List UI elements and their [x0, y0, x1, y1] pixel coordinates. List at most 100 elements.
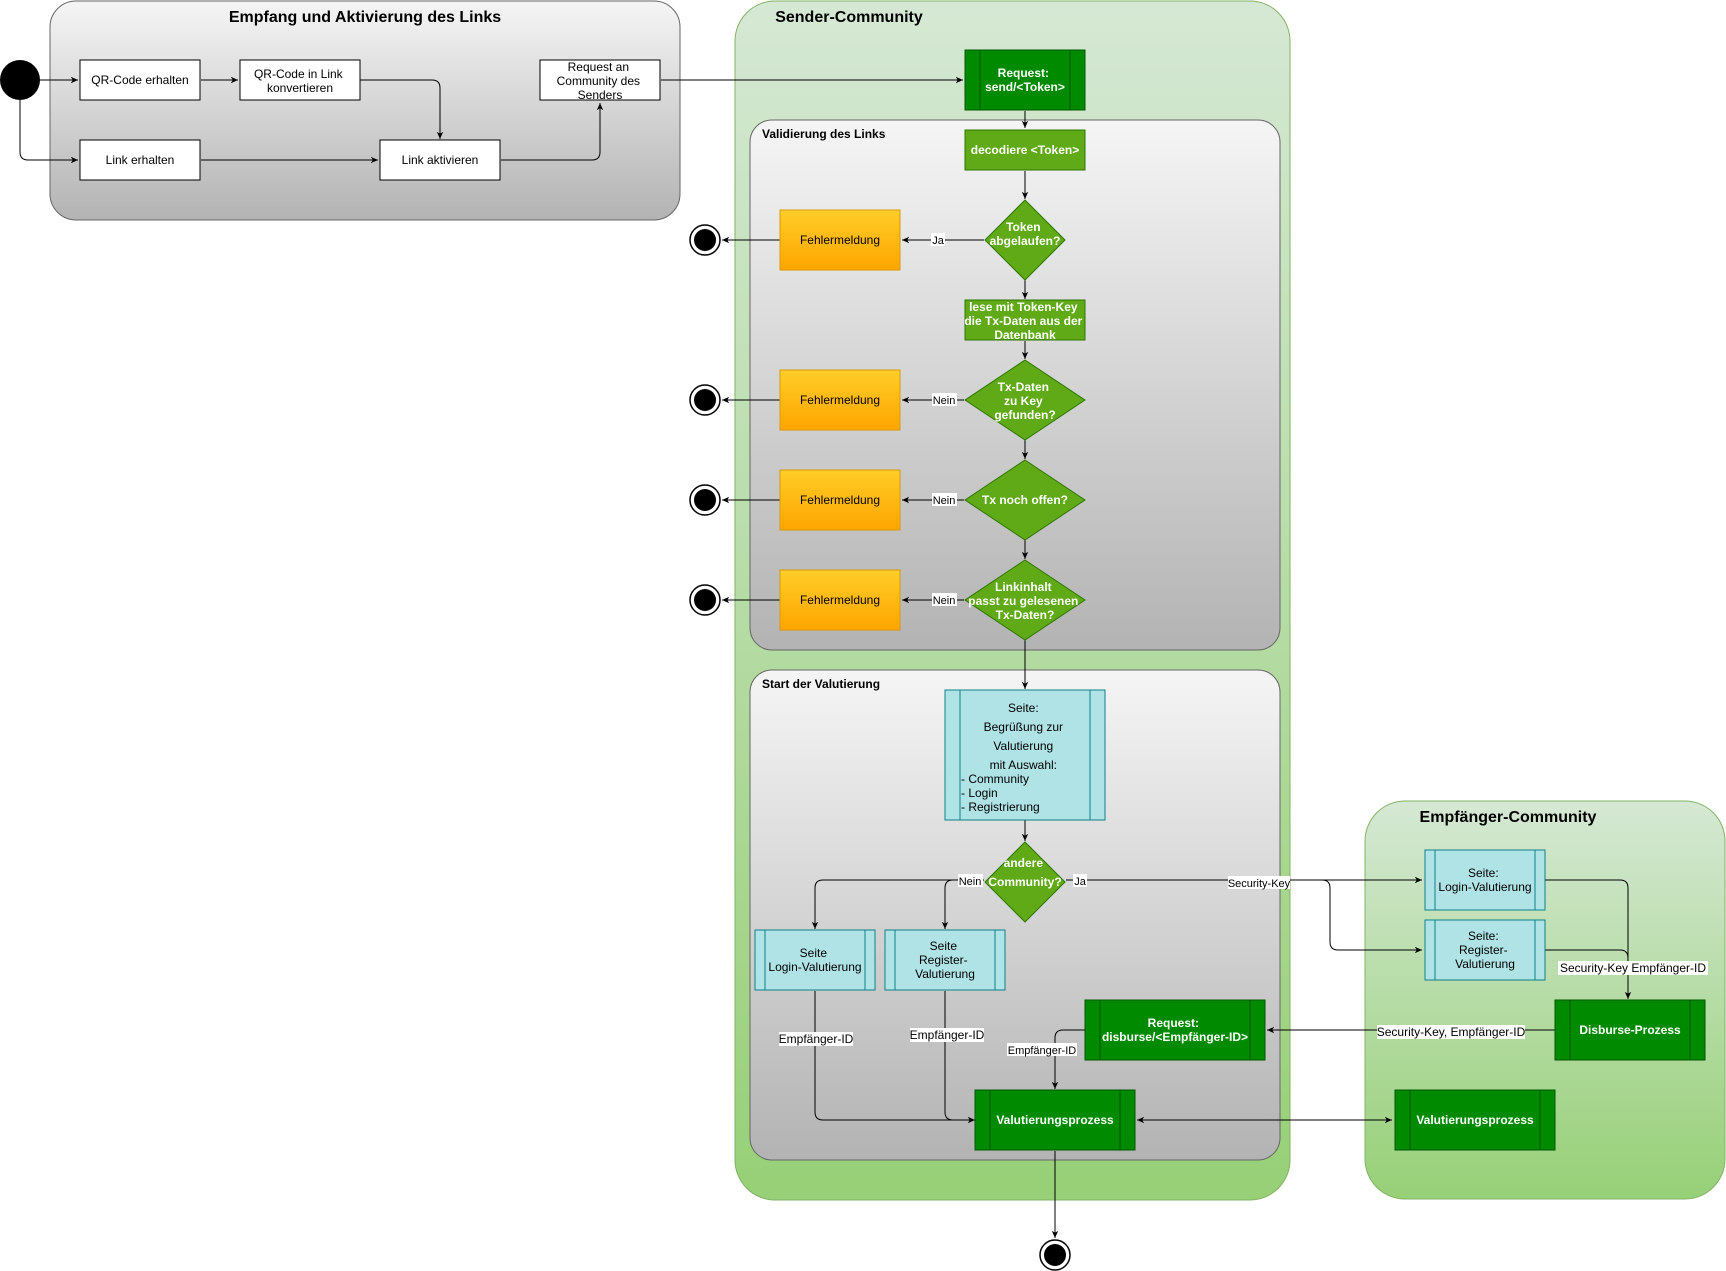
node-lese-tx: lese mit Token-Key die Tx-Daten aus der …: [964, 299, 1086, 342]
label-empfaenger-id-register: Empfänger-ID: [910, 1028, 985, 1042]
node-request-send-label: Request: send/<Token>: [985, 66, 1065, 94]
end-node-3: [689, 484, 721, 516]
end-node-2: [689, 384, 721, 416]
decision-tx-offen: Tx noch offen?: [964, 459, 1086, 541]
node-valutierung-empf-label: Valutierungsprozess: [1416, 1113, 1534, 1127]
decision-tx-gefunden-label: Tx-Daten zu Key gefunden?: [994, 380, 1055, 422]
error-box-2-label: Fehlermeldung: [800, 393, 880, 407]
svg-text:Empfänger-ID: Empfänger-ID: [1008, 1045, 1077, 1057]
error-box-4: Fehlermeldung: [779, 569, 901, 631]
node-request-community: Request an Community des Senders: [539, 59, 661, 102]
node-valutierung-sender: Valutierungsprozess: [974, 1089, 1136, 1151]
svg-text:Empfänger-ID: Empfänger-ID: [910, 1028, 985, 1042]
group-validierung-title: Validierung des Links: [762, 127, 886, 141]
node-request-community-label: Request an Community des Senders: [557, 60, 644, 102]
node-disburse-prozess-label: Disburse-Prozess: [1579, 1023, 1681, 1037]
decision-tx-gefunden: Tx-Daten zu Key gefunden?: [964, 359, 1086, 441]
end-node-final: [1039, 1239, 1071, 1271]
node-qr-erhalten: QR-Code erhalten: [79, 59, 201, 101]
edge-community-register-empf: [1320, 879, 1422, 954]
edge-aktivieren-request: [501, 103, 604, 161]
node-qr-erhalten-label: QR-Code erhalten: [91, 73, 188, 87]
edge-labels: Ja Nein Nein Nein Nein Ja Security-Key: [779, 233, 1708, 1057]
edge-login-valutierung: [814, 991, 975, 1124]
page-begruessung-label: Seite: Begrüßung zur Valutierung mit Aus…: [961, 701, 1066, 814]
label-security-key-empfaenger-id-short: Security-Key Empfänger-ID: [1558, 961, 1708, 975]
lane-sender-title: Sender-Community: [775, 9, 923, 26]
edge-register-empf-disburse: [1545, 949, 1629, 999]
decision-token-abgelaufen-label: Token abgelaufen?: [990, 220, 1061, 248]
node-valutierung-empf: Valutierungsprozess: [1394, 1089, 1556, 1151]
error-box-3: Fehlermeldung: [779, 469, 901, 531]
node-link-erhalten: Link erhalten: [79, 139, 201, 181]
edge-start-link: [19, 100, 78, 164]
page-register-sender-label: Seite Register- Valutierung: [915, 939, 975, 981]
decision-andere-community-label: andere Community?: [988, 856, 1061, 889]
label-nein-gefunden: Nein: [932, 393, 957, 407]
decision-linkinhalt-label: Linkinhalt passt zu gelesenen Tx-Daten?: [968, 580, 1081, 622]
label-empfaenger-id-login: Empfänger-ID: [779, 1032, 854, 1046]
node-link-aktivieren: Link aktivieren: [379, 139, 501, 181]
decision-token-abgelaufen: Token abgelaufen?: [984, 199, 1066, 281]
node-decodiere: decodiere <Token>: [964, 129, 1086, 171]
page-login-sender-label: Seite Login-Valutierung: [768, 946, 861, 974]
page-register-empf-label: Seite: Register- Valutierung: [1455, 929, 1515, 971]
error-box-3-label: Fehlermeldung: [800, 493, 880, 507]
label-empfaenger-id-disburse: Empfänger-ID: [1007, 1043, 1077, 1057]
page-login-empf-label: Seite: Login-Valutierung: [1438, 866, 1531, 894]
svg-text:Nein: Nein: [933, 395, 956, 407]
node-request-send: Request: send/<Token>: [964, 49, 1086, 111]
node-link-erhalten-label: Link erhalten: [106, 153, 175, 167]
end-node-4: [689, 584, 721, 616]
decision-tx-offen-label: Tx noch offen?: [982, 493, 1068, 507]
node-request-disburse: Request: disburse/<Empfänger-ID>: [1084, 999, 1266, 1061]
node-link-aktivieren-label: Link aktivieren: [402, 153, 479, 167]
node-request-disburse-label: Request: disburse/<Empfänger-ID>: [1102, 1016, 1248, 1044]
decision-linkinhalt: Linkinhalt passt zu gelesenen Tx-Daten?: [964, 559, 1086, 641]
error-box-1: Fehlermeldung: [779, 209, 901, 271]
node-qr-konvertieren-label: QR-Code in Link konvertieren: [254, 67, 346, 95]
page-begruessung: Seite: Begrüßung zur Valutierung mit Aus…: [944, 689, 1106, 821]
label-ja-community: Ja: [1073, 874, 1087, 888]
error-box-2: Fehlermeldung: [779, 369, 901, 431]
svg-text:Security-Key Empfänger-ID: Security-Key Empfänger-ID: [1560, 961, 1706, 975]
node-disburse-prozess: Disburse-Prozess: [1554, 999, 1706, 1061]
group-start-title: Start der Valutierung: [762, 677, 880, 691]
node-valutierung-sender-label: Valutierungsprozess: [996, 1113, 1114, 1127]
page-login-empf: Seite: Login-Valutierung: [1424, 849, 1546, 911]
label-nein-linkinhalt: Nein: [932, 593, 957, 607]
error-box-4-label: Fehlermeldung: [800, 593, 880, 607]
error-box-1-label: Fehlermeldung: [800, 233, 880, 247]
page-register-empf: Seite: Register- Valutierung: [1424, 919, 1546, 981]
label-security-key: Security-Key: [1228, 876, 1291, 890]
decision-andere-community: andere Community?: [984, 841, 1066, 923]
label-ja-token: Ja: [931, 233, 945, 247]
end-node-1: [689, 224, 721, 256]
start-node: [0, 60, 40, 100]
lane-empfang-title: Empfang und Aktivierung des Links: [229, 9, 501, 26]
page-register-sender: Seite Register- Valutierung: [884, 929, 1006, 991]
node-qr-konvertieren: QR-Code in Link konvertieren: [239, 59, 361, 101]
lane-empfaenger-title: Empfänger-Community: [1420, 809, 1597, 826]
svg-text:Nein: Nein: [933, 495, 956, 507]
label-security-key-empfaenger-id: Security-Key, Empfänger-ID: [1377, 1025, 1526, 1039]
node-decodiere-label: decodiere <Token>: [971, 143, 1080, 157]
label-nein-offen: Nein: [932, 493, 957, 507]
label-nein-community: Nein: [958, 874, 983, 888]
edge-request-valutierung: [1051, 1029, 1085, 1089]
edge-community-register: [941, 879, 984, 929]
svg-text:Security-Key: Security-Key: [1228, 878, 1291, 890]
svg-text:Ja: Ja: [1074, 876, 1087, 888]
edge-login-empf-disburse: [1545, 879, 1632, 999]
svg-text:Ja: Ja: [932, 235, 945, 247]
svg-text:Empfänger-ID: Empfänger-ID: [779, 1032, 854, 1046]
svg-text:Nein: Nein: [959, 876, 982, 888]
edge-register-valutierung: [944, 991, 975, 1121]
page-login-sender: Seite Login-Valutierung: [754, 929, 876, 991]
lane-empfang: Empfang und Aktivierung des Links: [49, 0, 681, 221]
svg-text:Security-Key, Empfänger-ID: Security-Key, Empfänger-ID: [1377, 1025, 1526, 1039]
edge-konvert-aktivieren: [360, 79, 444, 139]
edge-community-login: [811, 879, 984, 929]
svg-text:Nein: Nein: [933, 595, 956, 607]
